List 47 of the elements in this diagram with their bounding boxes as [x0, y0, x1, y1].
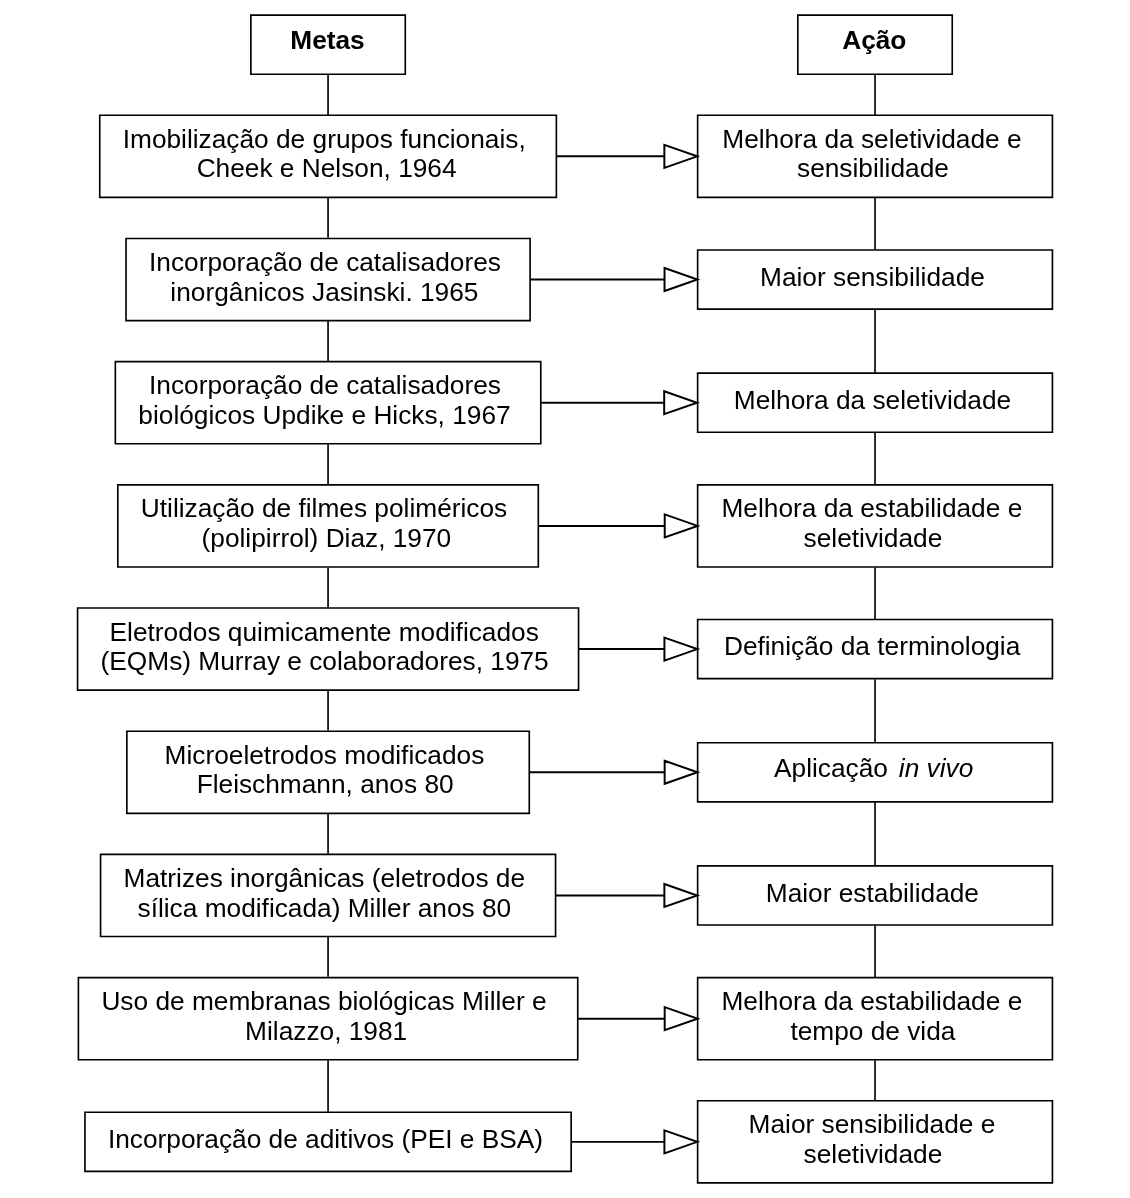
connector	[327, 813, 329, 855]
node-box: Aplicação in vivo	[696, 741, 1054, 803]
arrow	[577, 1005, 701, 1032]
connector	[327, 1059, 329, 1113]
node-box: Uso de membranas biológicas Miller e Milazzo, 1981	[77, 976, 579, 1061]
connector	[327, 443, 329, 485]
node-box: Ação	[797, 14, 954, 75]
node-box: Melhora da estabilidade e tempo de vida	[696, 976, 1054, 1061]
connector	[874, 1059, 876, 1101]
node-box: Maior sensibilidade	[696, 249, 1054, 310]
node-box: Matrizes inorgânicas (eletrodos de sílica modificada) Miller anos 80	[99, 853, 557, 938]
node-box: Melhora da estabilidade e seletividade	[696, 484, 1054, 568]
arrow	[555, 143, 701, 170]
connector	[327, 566, 329, 609]
arrow	[528, 759, 701, 786]
connector	[874, 308, 876, 374]
arrow	[577, 636, 701, 662]
connector	[327, 320, 329, 362]
connector	[874, 924, 876, 979]
connector	[327, 689, 329, 732]
arrow	[570, 1129, 701, 1155]
node-box: Utilização de filmes poliméricos (polipirrol) Diaz, 1970	[117, 484, 540, 568]
arrow	[540, 389, 700, 416]
arrow	[537, 513, 701, 539]
connector	[874, 566, 876, 620]
node-box: Maior sensibilidade e seletividade	[696, 1100, 1054, 1184]
node-box: Definição da terminologia	[696, 618, 1054, 680]
node-box: Melhora da seletividade	[696, 372, 1054, 434]
node-box: Imobilização de grupos funcionais, Cheek e Nelson, 1964	[98, 114, 558, 199]
node-box: Eletrodos quimicamente modificados (EQMs) Murray e colaboradores, 1975	[76, 607, 580, 691]
connector	[327, 197, 329, 239]
node-box: Metas	[250, 14, 407, 75]
node-box: Incorporação de aditivos (PEI e BSA)	[84, 1111, 572, 1173]
node-box: Incorporação de catalisadores biológicos Updike e Hicks, 1967	[114, 360, 542, 445]
node-box: Maior estabilidade	[696, 865, 1054, 926]
connector	[874, 73, 876, 116]
connector	[874, 197, 876, 251]
node-box: Incorporação de catalisadores inorgânicos Jasinski. 1965	[125, 237, 531, 322]
arrow	[529, 266, 701, 293]
node-box: Microeletrodos modificados Fleischmann, anos 80	[126, 730, 531, 815]
connector	[874, 801, 876, 867]
connector	[327, 936, 329, 978]
connector	[874, 678, 876, 744]
connector	[327, 73, 329, 116]
node-box: Melhora da seletividade e sensibilidade	[696, 114, 1054, 199]
connector	[874, 431, 876, 486]
arrow	[554, 882, 701, 909]
